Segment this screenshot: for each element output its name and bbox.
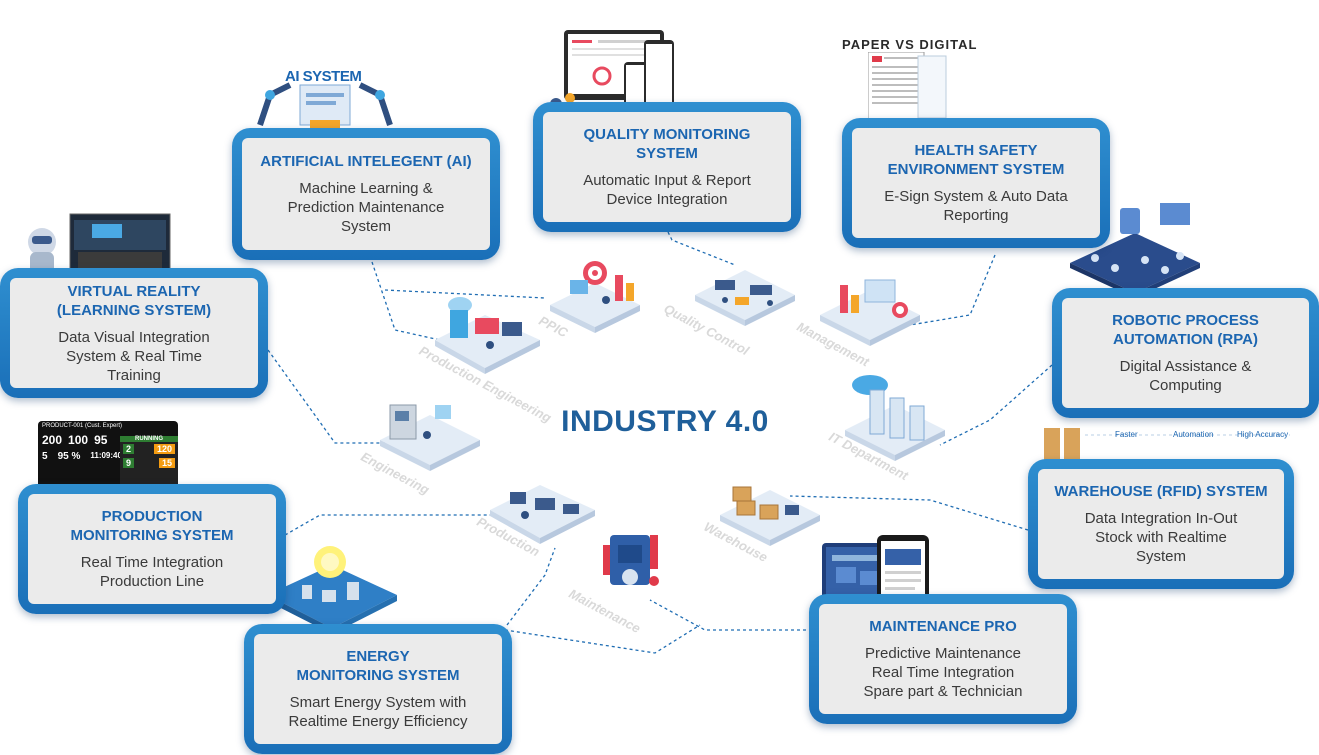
card-vr-title-line: (LEARNING SYSTEM) <box>56 301 212 319</box>
card-quality-monitoring: QUALITY MONITORING SYSTEM Automatic Inpu… <box>533 102 801 232</box>
card-ai-title: ARTIFICIAL INTELEGENT (AI) <box>260 153 472 170</box>
card-warehouse-desc-line: Data Integration In-Out <box>1084 510 1238 527</box>
card-quality-desc-line: Device Integration <box>606 191 728 208</box>
card-quality-title-line: SYSTEM <box>636 145 698 162</box>
card-ai: ARTIFICIAL INTELEGENT (AI) Machine Learn… <box>232 128 500 260</box>
card-production-monitoring: PRODUCTION MONITORING SYSTEM Real Time I… <box>18 484 286 614</box>
card-maintenance-desc-line: Real Time Integration <box>871 664 1015 681</box>
rpa-feature-automation: Automation <box>1173 430 1214 439</box>
card-health-safety: HEALTH SAFETY ENVIRONMENT SYSTEM E-Sign … <box>842 118 1110 248</box>
card-ai-desc-line: Prediction Maintenance <box>287 199 445 216</box>
dashboard-side-2: 120 <box>153 444 175 454</box>
link-vr <box>267 349 385 444</box>
card-ai-desc-line: Machine Learning & <box>299 180 433 197</box>
card-warehouse-title: WAREHOUSE (RFID) SYSTEM <box>1054 483 1268 500</box>
center-title: INDUSTRY 4.0 <box>561 405 769 438</box>
card-maintenance-pro: MAINTENANCE PRO Predictive Maintenance R… <box>809 594 1077 724</box>
card-vr-title-line: VIRTUAL REALITY <box>67 282 201 300</box>
dashboard-value-3: 95 <box>94 433 108 447</box>
dashboard-side-1: 2 <box>123 444 135 454</box>
card-vr-desc-line: System & Real Time <box>66 347 202 365</box>
card-production-title-line: PRODUCTION <box>101 508 203 525</box>
card-quality-title-line: QUALITY MONITORING <box>583 126 751 143</box>
ppic-illustration-icon <box>550 261 640 333</box>
card-warehouse-rfid: WAREHOUSE (RFID) SYSTEM Data Integration… <box>1028 459 1294 589</box>
quality-devices-icon <box>550 30 674 110</box>
paper-vs-digital-header: PAPER VS DIGITAL <box>842 37 978 52</box>
dashboard-value-4: 5 <box>42 451 48 462</box>
rpa-network-people-icon <box>1070 203 1200 298</box>
card-vr-desc-line: Training <box>107 366 161 384</box>
card-hse-title-line: ENVIRONMENT SYSTEM <box>887 161 1065 178</box>
rpa-features-strip-icon <box>1044 428 1290 464</box>
ai-robot-arms-icon <box>257 82 393 128</box>
card-warehouse-desc-line: Stock with Realtime <box>1095 529 1227 546</box>
card-production-desc-line: Real Time Integration <box>80 554 224 571</box>
link-maint-energy <box>504 624 701 654</box>
card-rpa-title-line: ROBOTIC PROCESS <box>1112 312 1259 329</box>
card-virtual-reality: VIRTUAL REALITY (LEARNING SYSTEM) Data V… <box>0 268 268 398</box>
card-energy-title-line: MONITORING SYSTEM <box>296 667 460 684</box>
link-energy <box>506 547 556 626</box>
card-vr-desc-line: Data Visual Integration <box>58 328 210 346</box>
dashboard-value-6: 11:09:40 <box>90 451 122 460</box>
dashboard-side-4: 15 <box>158 458 175 468</box>
link-warehouse <box>789 495 1029 531</box>
link-production <box>284 514 490 536</box>
card-energy-desc-line: Smart Energy System with <box>289 694 467 711</box>
card-energy-desc-line: Realtime Energy Efficiency <box>288 713 468 730</box>
card-rpa-title-line: AUTOMATION (RPA) <box>1113 331 1258 348</box>
link-quality <box>667 231 736 266</box>
dashboard-header: PRODUCT-001 (Cust. Expert) <box>42 423 123 429</box>
card-quality-desc-line: Automatic Input & Report <box>583 172 751 189</box>
production-engineering-illustration-icon <box>435 297 540 374</box>
card-energy-title-line: ENERGY <box>346 648 410 665</box>
maintenance-illustration-icon <box>603 535 659 586</box>
engineering-illustration-icon <box>380 404 480 471</box>
card-maintenance-title: MAINTENANCE PRO <box>869 618 1017 635</box>
management-illustration-icon <box>820 279 920 346</box>
dashboard-side-3: 9 <box>123 458 135 468</box>
card-production-desc-line: Production Line <box>99 573 205 590</box>
card-rpa: ROBOTIC PROCESS AUTOMATION (RPA) Digital… <box>1052 288 1319 418</box>
dashboard-value-2: 100 <box>68 433 89 447</box>
rpa-feature-faster: Faster <box>1115 430 1138 439</box>
card-production-title-line: MONITORING SYSTEM <box>70 527 234 544</box>
quality-control-illustration-icon <box>695 270 795 326</box>
card-warehouse-desc-line: System <box>1135 548 1186 565</box>
ai-system-header: AI SYSTEM <box>285 68 362 85</box>
paper-document-icon <box>868 52 947 120</box>
warehouse-illustration-icon <box>720 486 820 546</box>
card-maintenance-desc-line: Predictive Maintenance <box>865 645 1021 662</box>
card-maintenance-desc-line: Spare part & Technician <box>863 683 1023 700</box>
dashboard-status-badge: RUNNING <box>120 436 178 442</box>
link-ai <box>371 261 441 341</box>
card-energy-monitoring: ENERGY MONITORING SYSTEM Smart Energy Sy… <box>244 624 512 754</box>
it-department-illustration-icon <box>845 375 945 461</box>
card-rpa-desc-line: Computing <box>1149 377 1222 394</box>
dashboard-value-5: 95 % <box>57 451 81 462</box>
card-rpa-desc-line: Digital Assistance & <box>1119 358 1252 375</box>
card-hse-desc-line: E-Sign System & Auto Data <box>884 188 1068 205</box>
link-rpa <box>939 364 1053 446</box>
card-hse-title-line: HEALTH SAFETY <box>914 142 1038 159</box>
card-ai-desc-line: System <box>340 218 391 235</box>
dashboard-value-1: 200 <box>42 433 63 447</box>
rpa-feature-high-accuracy: High Accuracy <box>1237 430 1289 439</box>
link-ai-ppic <box>384 289 546 299</box>
card-hse-desc-line: Reporting <box>943 207 1009 224</box>
production-illustration-icon <box>490 485 595 544</box>
